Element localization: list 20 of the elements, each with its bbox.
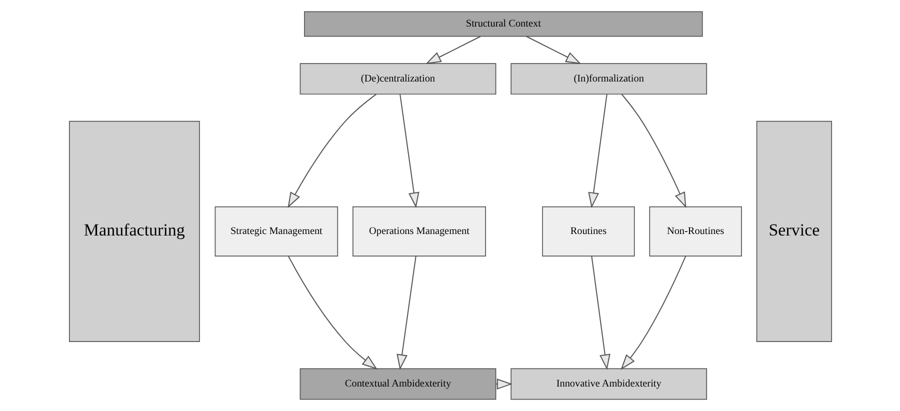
arrow bbox=[620, 94, 686, 208]
arrow bbox=[424, 36, 480, 64]
node-box: Strategic Management bbox=[214, 206, 338, 256]
arrow bbox=[399, 94, 419, 208]
node-box: Innovative Ambidexterity bbox=[510, 368, 707, 400]
node-box: Operations Management bbox=[352, 206, 486, 256]
node-box: Non-Routines bbox=[648, 206, 742, 256]
arrow bbox=[588, 94, 607, 208]
node-box: Structural Context bbox=[304, 11, 702, 37]
arrow bbox=[287, 94, 376, 208]
node-box: (In)formalization bbox=[510, 63, 707, 95]
node-box: Routines bbox=[542, 206, 634, 256]
arrow bbox=[396, 256, 416, 370]
arrow bbox=[288, 256, 378, 370]
arrow bbox=[590, 256, 610, 370]
node-box: Service bbox=[756, 120, 832, 342]
node-box: (De)centralization bbox=[299, 63, 496, 95]
arrow bbox=[526, 36, 581, 64]
arrow bbox=[620, 256, 686, 370]
node-box: Manufacturing bbox=[68, 120, 200, 342]
